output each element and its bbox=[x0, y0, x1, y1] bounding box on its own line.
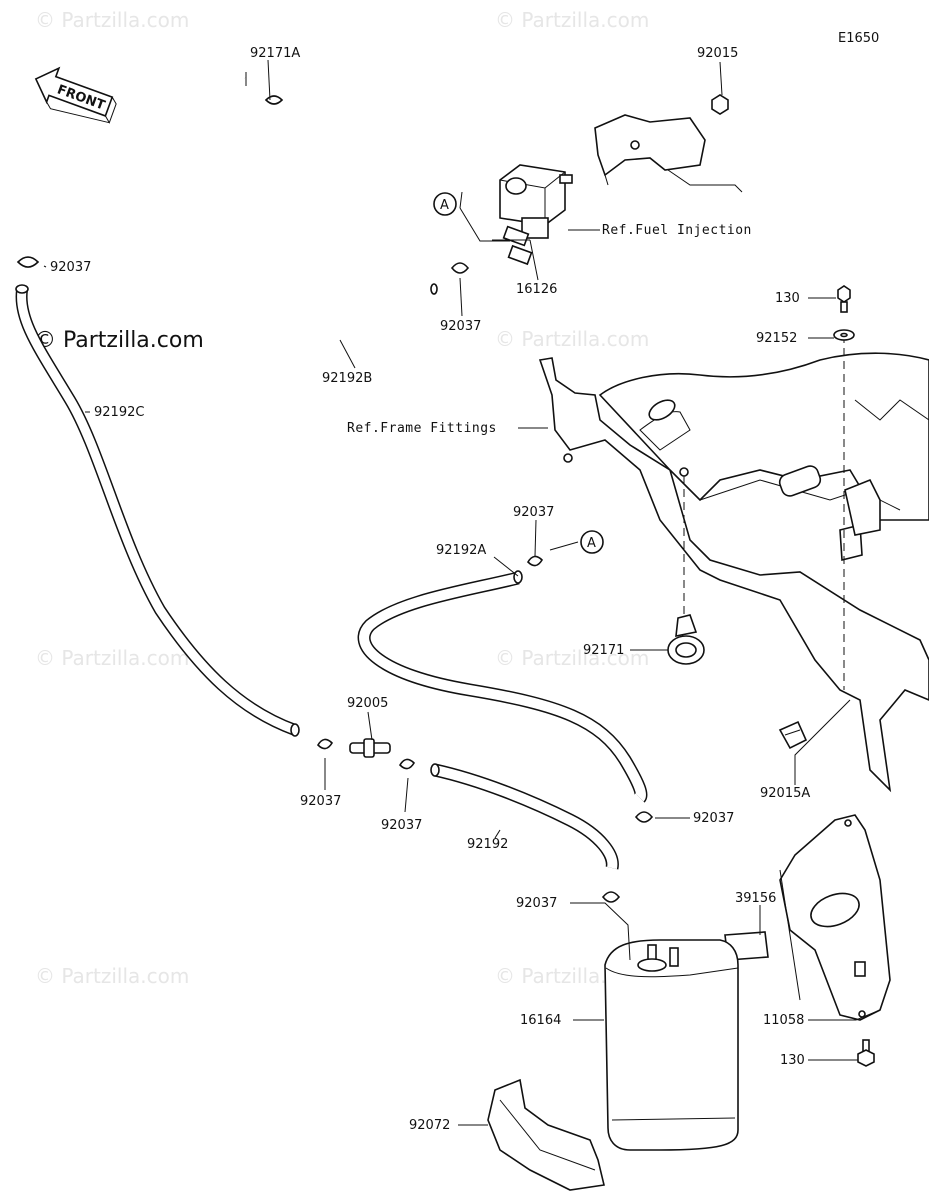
hose-92192 bbox=[430, 763, 619, 870]
callout-a-top: A bbox=[433, 192, 457, 216]
leader-lines bbox=[43, 59, 881, 1126]
valve-bracket bbox=[594, 114, 743, 193]
label-39156: 39156 bbox=[735, 891, 776, 906]
label-92037: 92037 bbox=[300, 794, 341, 809]
label-92192: 92192 bbox=[467, 837, 508, 852]
clip-92037-canister bbox=[601, 891, 621, 903]
diagram-code: E1650 bbox=[838, 31, 879, 46]
clip-92037-valve bbox=[450, 262, 470, 274]
label-92171A: 92171A bbox=[250, 46, 300, 61]
watermark: © Partzilla.com bbox=[35, 646, 189, 670]
bolt-130-bottom bbox=[857, 1039, 875, 1067]
label-130: 130 bbox=[780, 1053, 805, 1068]
joint-92005 bbox=[349, 738, 391, 758]
label-92171: 92171 bbox=[583, 643, 624, 658]
label-130: 130 bbox=[775, 291, 800, 306]
nut-92015 bbox=[711, 94, 729, 115]
bracket-11058 bbox=[779, 814, 891, 1021]
frame bbox=[538, 352, 929, 793]
callout-letter: A bbox=[440, 198, 449, 213]
label-11058: 11058 bbox=[763, 1013, 804, 1028]
clip-92037-mid bbox=[526, 555, 544, 567]
washer-92152 bbox=[833, 329, 855, 341]
hose-92192C bbox=[15, 284, 300, 737]
bolt-130-top bbox=[837, 285, 851, 313]
label-16164: 16164 bbox=[520, 1013, 561, 1028]
watermark: © Partzilla.com bbox=[495, 327, 649, 351]
hose-92192B bbox=[169, 57, 438, 365]
clip-92171A bbox=[264, 95, 284, 105]
label-92192B: 92192B bbox=[322, 371, 372, 386]
solenoid-valve-16126 bbox=[499, 164, 573, 266]
ref-frame-fittings: Ref.Frame Fittings bbox=[347, 421, 497, 436]
label-92015A: 92015A bbox=[760, 786, 810, 801]
clip-92037-b2 bbox=[398, 758, 416, 770]
callout-letter: A bbox=[587, 536, 596, 551]
label-92037: 92037 bbox=[513, 505, 554, 520]
strap-92072 bbox=[487, 1078, 605, 1191]
watermark: © Partzilla.com bbox=[495, 646, 649, 670]
clamp-92171 bbox=[667, 614, 705, 665]
label-92192A: 92192A bbox=[436, 543, 486, 558]
canister-16164 bbox=[604, 939, 739, 1151]
label-92037: 92037 bbox=[516, 896, 557, 911]
label-16126: 16126 bbox=[516, 282, 557, 297]
clip-92037-right bbox=[634, 811, 654, 823]
label-92192C: 92192C bbox=[94, 405, 144, 420]
part-labels: 92171A 92015 92037 92037 16126 92192B 92… bbox=[50, 46, 810, 1133]
clip-92015A bbox=[778, 720, 808, 750]
watermark: © Partzilla.com bbox=[35, 964, 189, 988]
clip-92037-b1 bbox=[316, 738, 334, 750]
label-92037: 92037 bbox=[440, 319, 481, 334]
clip-92037-top-left bbox=[16, 256, 40, 268]
watermark: © Partzilla.com bbox=[495, 8, 649, 32]
label-92037: 92037 bbox=[50, 260, 91, 275]
label-92037: 92037 bbox=[381, 818, 422, 833]
front-arrow: FRONT bbox=[34, 66, 117, 124]
label-92152: 92152 bbox=[756, 331, 797, 346]
watermark: © Partzilla.com bbox=[35, 8, 189, 32]
ref-fuel-injection: Ref.Fuel Injection bbox=[602, 223, 752, 238]
watermark-bold: © Partzilla.com bbox=[34, 328, 204, 353]
label-92005: 92005 bbox=[347, 696, 388, 711]
clips bbox=[316, 262, 654, 903]
label-92037: 92037 bbox=[693, 811, 734, 826]
label-92015: 92015 bbox=[697, 46, 738, 61]
callout-a-mid: A bbox=[580, 530, 604, 554]
watermarks: © Partzilla.com © Partzilla.com © Partzi… bbox=[34, 8, 649, 988]
label-92072: 92072 bbox=[409, 1118, 450, 1133]
